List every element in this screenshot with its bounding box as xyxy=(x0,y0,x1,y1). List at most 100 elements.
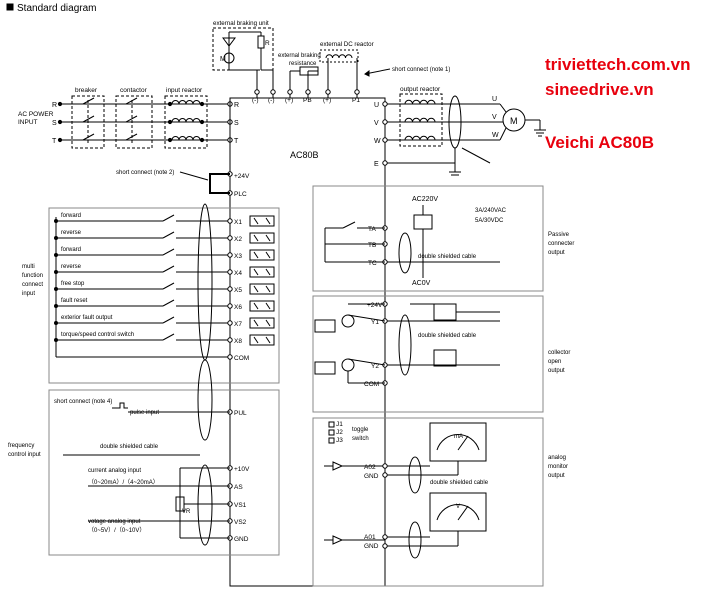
bus-terminal xyxy=(287,89,293,95)
output-reactor-box xyxy=(399,93,443,147)
input-switch xyxy=(162,316,175,324)
analog-terminal xyxy=(382,534,388,540)
opto-mark xyxy=(253,268,259,276)
drive-input-label: S xyxy=(234,120,239,127)
optocoupler xyxy=(249,283,275,295)
input-label: torque/speed control switch xyxy=(61,332,134,338)
inputs-group-label: connect xyxy=(22,282,43,288)
freq-shield-loop xyxy=(197,359,213,441)
opto-mark xyxy=(265,217,271,225)
coil-dot xyxy=(167,101,173,107)
analog-group-label: monitor xyxy=(548,464,568,470)
short-link xyxy=(209,173,230,194)
input-terminal-label: X6 xyxy=(234,304,242,311)
note1-arrow xyxy=(364,70,370,77)
opto-mark xyxy=(253,285,259,293)
opto-mark xyxy=(265,285,271,293)
drive-input-label: T xyxy=(234,138,239,145)
braking-unit-label: external braking unit xyxy=(213,20,269,27)
gnd-label: GND xyxy=(364,543,379,550)
bus-terminal-label: (-) xyxy=(252,97,259,104)
opto-mark xyxy=(265,268,271,276)
analog-terminal xyxy=(382,543,388,549)
page-title: Standard diagram xyxy=(17,3,97,14)
output-reactor-label: output reactor xyxy=(400,86,441,93)
input-terminal xyxy=(227,252,233,258)
bus-terminal-label: P1 xyxy=(352,97,360,104)
relay-contact xyxy=(342,221,356,229)
coil-dot xyxy=(167,119,173,125)
input-label: free stop xyxy=(61,281,85,287)
collector-plus24v-label: +24V xyxy=(367,302,383,309)
gnd-label: GND xyxy=(364,473,379,480)
collector-transistor xyxy=(341,358,355,372)
input-terminal xyxy=(227,269,233,275)
opto-mark xyxy=(265,234,271,242)
relay-rating: 3A/240VAC xyxy=(475,208,507,214)
input-terminal xyxy=(227,303,233,309)
braking-resistor-small xyxy=(257,35,265,49)
opto-mark xyxy=(253,217,259,225)
collector-shield-loop xyxy=(398,314,412,376)
input-terminal xyxy=(227,286,233,292)
toggle-switch-pin xyxy=(328,437,335,444)
toggle-label: switch xyxy=(352,436,369,442)
input-switch xyxy=(162,248,175,256)
voltage-input-label: votage analog input xyxy=(88,519,141,525)
breaker-label: breaker xyxy=(75,87,98,94)
input-switch xyxy=(162,299,175,307)
optocoupler xyxy=(249,249,275,261)
inputs-group-label: function xyxy=(22,273,43,279)
opto-mark xyxy=(253,319,259,327)
opto-mark xyxy=(265,302,271,310)
freq-terminal-label: +10V xyxy=(234,466,250,473)
freq-terminal-label: VS2 xyxy=(234,519,247,526)
freq-cable-label: double shielded cable xyxy=(100,444,159,450)
dc-reactor-coil xyxy=(325,54,353,59)
pulse-input-label: pulse input xyxy=(130,410,159,416)
short-connect-note4: short connect (note 4) xyxy=(54,399,112,405)
title-bullet xyxy=(6,3,14,11)
optocoupler xyxy=(249,317,275,329)
input-switch xyxy=(162,214,175,222)
input-label: fault reset xyxy=(61,298,88,304)
phase-dot xyxy=(57,119,63,125)
opto-mark xyxy=(253,336,259,344)
analog-meter-2 xyxy=(429,492,487,532)
freq-group-label: control input xyxy=(8,452,41,458)
relay-cable-label: double shielded cable xyxy=(418,254,477,260)
optocoupler xyxy=(249,232,275,244)
meter-scale xyxy=(436,504,480,521)
analog-shield-loop-2 xyxy=(408,521,422,559)
input-terminal-label: X3 xyxy=(234,253,242,260)
drive-output-label: W xyxy=(374,138,381,145)
collector-group-label: collector xyxy=(548,350,570,356)
coil-dot xyxy=(199,119,205,125)
ground-terminal xyxy=(382,160,388,166)
input-switch xyxy=(162,282,175,290)
pulse-symbol xyxy=(112,402,128,409)
input-label: forward xyxy=(61,247,81,253)
analog-group-label: output xyxy=(548,473,565,479)
inverter-model-label: AC80B xyxy=(290,150,319,160)
freq-group-label: frequency xyxy=(8,443,34,449)
meter1-label: mA xyxy=(454,434,463,440)
input-terminal-label: X7 xyxy=(234,321,242,328)
bus-terminal xyxy=(325,89,331,95)
output-reactor-coil xyxy=(404,135,436,141)
inverter-body xyxy=(229,97,386,587)
rail-dot xyxy=(54,236,58,240)
analog-group-box xyxy=(312,417,544,587)
drive-output-terminal xyxy=(382,137,388,143)
input-reactor-label: input reactor xyxy=(166,87,203,94)
note2-leader xyxy=(179,171,209,181)
input-terminal xyxy=(227,218,233,224)
bus-terminal-label: (+) xyxy=(285,97,293,104)
input-reactor-box xyxy=(164,95,208,149)
optocoupler xyxy=(249,334,275,346)
toggle-switch-pin xyxy=(328,421,335,428)
phase-label: T xyxy=(52,138,57,145)
toggle-label: toggle xyxy=(352,427,369,433)
bus-terminal-label: (-) xyxy=(268,97,275,104)
coil-dot xyxy=(167,137,173,143)
